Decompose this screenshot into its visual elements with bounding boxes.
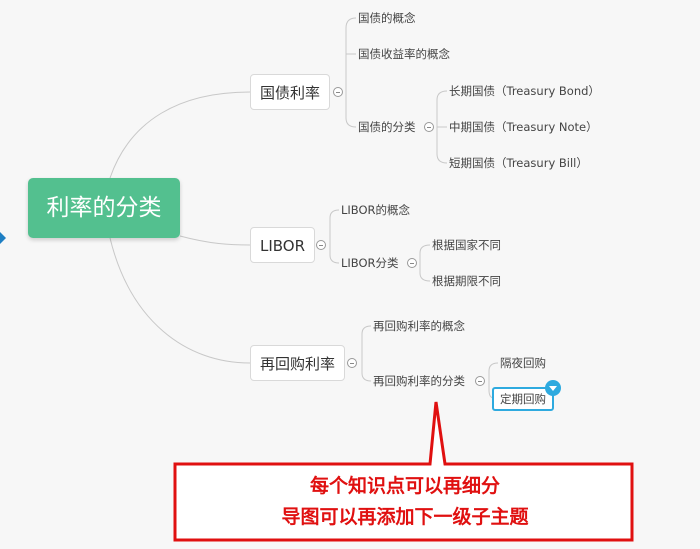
callout-line-2: 导图可以再添加下一级子主题: [281, 506, 529, 528]
bracket-guozhai-class: [436, 90, 448, 164]
topic-guozhai-concept[interactable]: 国债的概念: [358, 11, 416, 25]
topic-libor-by-country[interactable]: 根据国家不同: [432, 238, 501, 252]
topic-libor-concept[interactable]: LIBOR的概念: [341, 203, 411, 217]
bracket-libor-class: [419, 244, 431, 282]
collapse-libor-class-icon[interactable]: [407, 258, 417, 268]
bracket-libor: [329, 209, 340, 264]
topic-treasury-bill[interactable]: 短期国债（Treasury Bill）: [449, 156, 588, 170]
topic-repo[interactable]: 再回购利率: [250, 345, 346, 381]
topic-treasury-bond[interactable]: 长期国债（Treasury Bond）: [449, 84, 600, 98]
topic-term-repo[interactable]: 定期回购: [492, 387, 554, 411]
topic-guozhai-class[interactable]: 国债的分类: [358, 120, 416, 134]
topic-repo-concept[interactable]: 再回购利率的概念: [373, 319, 465, 333]
collapse-guozhai-icon[interactable]: [333, 87, 343, 97]
edge-root-guozhai: [109, 91, 251, 179]
collapse-repo-icon[interactable]: [347, 358, 357, 368]
topic-guozhai[interactable]: 国债利率: [250, 74, 331, 110]
topic-repo-class[interactable]: 再回购利率的分类: [373, 374, 465, 388]
topic-menu-dropdown-icon[interactable]: [545, 380, 561, 396]
callout-line-1: 每个知识点可以再细分: [309, 475, 500, 497]
collapse-libor-icon[interactable]: [316, 240, 326, 250]
bracket-repo: [361, 325, 372, 382]
left-edge-arrow-icon: [0, 232, 6, 244]
collapse-guozhai-class-icon[interactable]: [424, 122, 434, 132]
topic-overnight-repo[interactable]: 隔夜回购: [500, 356, 546, 370]
edge-root-repo: [109, 237, 251, 364]
callout-box: [173, 401, 634, 542]
topic-guozhai-yield[interactable]: 国债收益率的概念: [358, 47, 450, 61]
collapse-repo-class-icon[interactable]: [475, 376, 485, 386]
topic-libor-by-term[interactable]: 根据期限不同: [432, 274, 501, 288]
topic-treasury-note[interactable]: 中期国债（Treasury Note）: [449, 120, 598, 134]
topic-libor[interactable]: LIBOR: [250, 227, 316, 263]
edge-root-libor: [179, 235, 251, 246]
bracket-guozhai: [345, 17, 357, 128]
topic-libor-class[interactable]: LIBOR分类: [341, 256, 399, 270]
root-topic[interactable]: 利率的分类: [28, 178, 180, 238]
